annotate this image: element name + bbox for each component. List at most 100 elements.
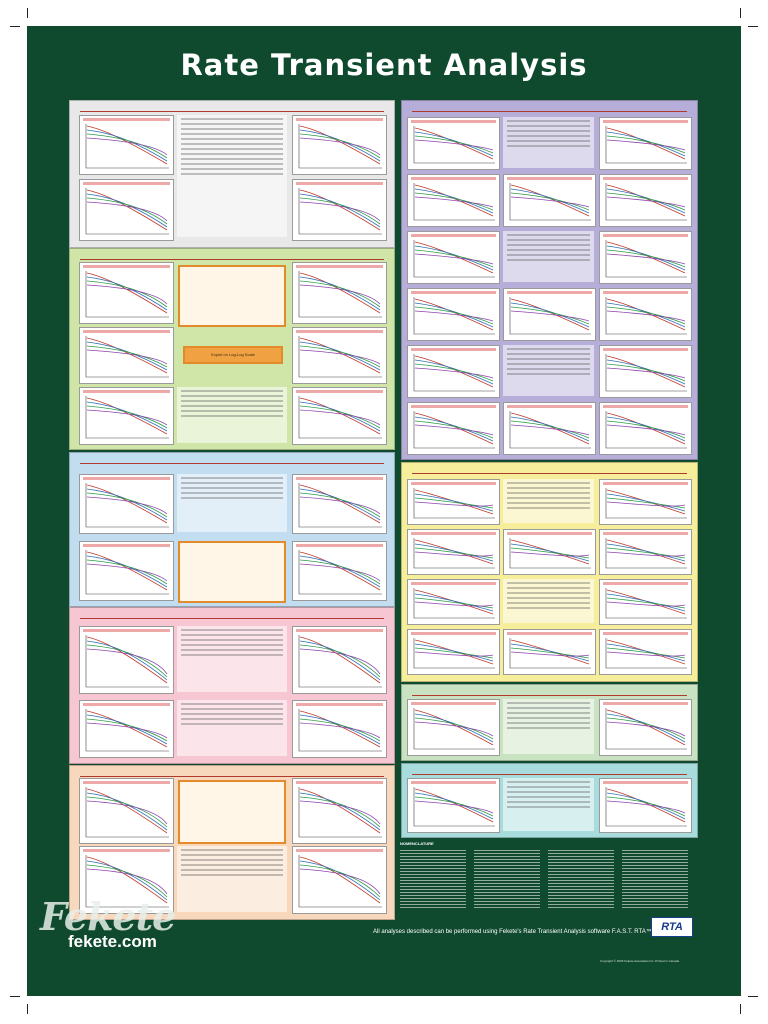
curve-line <box>414 420 494 439</box>
website-url[interactable]: fekete.com <box>68 932 157 951</box>
curve-line <box>414 302 494 328</box>
curve-line <box>414 593 494 612</box>
curve-line <box>414 497 494 509</box>
text-block <box>177 387 287 443</box>
curve-line <box>414 651 494 657</box>
curve-line <box>86 129 168 162</box>
decline-curve-sketch <box>509 538 591 569</box>
chart-panel <box>292 700 387 758</box>
curve-line <box>606 551 686 557</box>
chart-panel <box>407 629 500 675</box>
chart-panel <box>407 529 500 575</box>
chart-panel <box>407 174 500 227</box>
decline-curve-sketch <box>509 411 591 449</box>
nomenclature-list <box>400 848 695 920</box>
curve-line <box>606 241 686 274</box>
decline-curve-sketch <box>85 787 169 838</box>
curve-line <box>414 359 494 385</box>
section-gas-flow <box>69 607 395 764</box>
curve-line <box>299 648 381 675</box>
curve-line <box>299 718 381 742</box>
curve-line <box>606 192 686 211</box>
decline-curve-sketch <box>413 240 495 278</box>
curve-line <box>299 280 381 308</box>
chart-panel <box>79 115 174 175</box>
crop-mark-icon <box>740 8 741 18</box>
curve-line <box>510 192 590 211</box>
text-block <box>503 699 594 754</box>
chart-panel <box>599 479 692 525</box>
chart-panel <box>79 387 174 445</box>
curve-line <box>414 539 494 565</box>
curve-line <box>606 359 686 385</box>
decline-curve-sketch <box>85 271 169 318</box>
decline-curve-sketch <box>298 336 382 378</box>
decline-curve-sketch <box>85 550 169 595</box>
curve-line <box>606 249 686 268</box>
chart-panel <box>407 699 500 756</box>
curve-line <box>299 636 381 684</box>
text-block <box>503 579 594 623</box>
text-block <box>177 846 287 912</box>
decline-curve-sketch <box>298 396 382 439</box>
chart-panel <box>503 629 596 675</box>
curve-line <box>414 363 494 382</box>
chart-panel <box>79 541 174 601</box>
curve-line <box>414 139 494 151</box>
chart-panel <box>599 174 692 227</box>
nomenclature-title: NOMENCLATURE <box>400 841 434 846</box>
curve-line <box>299 792 381 831</box>
fekete-logo: Fekete <box>40 894 176 939</box>
chart-panel <box>599 579 692 625</box>
text-block <box>177 700 287 756</box>
chart-panel <box>79 262 174 324</box>
curve-line <box>606 597 686 609</box>
decline-curve-sketch <box>509 183 591 221</box>
curve-line <box>86 718 168 742</box>
curve-line <box>86 337 168 374</box>
heading-rule <box>80 776 384 777</box>
decline-curve-sketch <box>605 787 687 827</box>
curve-line <box>86 710 168 748</box>
curve-line <box>414 184 494 217</box>
curve-line <box>414 543 494 562</box>
chart-panel <box>599 402 692 455</box>
decline-curve-sketch <box>298 550 382 595</box>
chart-panel <box>79 778 174 844</box>
curve-line <box>606 796 686 817</box>
curve-line <box>86 133 168 159</box>
curve-line <box>299 133 381 159</box>
curve-line <box>299 401 381 432</box>
decline-curve-sketch <box>413 297 495 335</box>
curve-line <box>86 189 168 231</box>
heading-rule <box>412 111 687 112</box>
curve-line <box>606 639 686 665</box>
curve-line <box>606 424 686 436</box>
curve-line <box>86 796 168 828</box>
curve-line <box>606 355 686 388</box>
curve-line <box>414 416 494 442</box>
decline-curve-sketch <box>605 126 687 164</box>
curve-line <box>510 412 590 445</box>
section-fracture-type-curves <box>401 462 698 682</box>
curve-line <box>510 188 590 214</box>
curve-line <box>606 135 686 154</box>
curve-line <box>606 709 686 746</box>
curve-line <box>510 306 590 325</box>
chart-panel <box>79 626 174 694</box>
curve-line <box>299 397 381 435</box>
curve-line <box>86 648 168 675</box>
curve-line <box>299 125 381 165</box>
chart-panel <box>79 327 174 384</box>
chart-panel <box>503 174 596 227</box>
decline-curve-sketch <box>85 483 169 528</box>
curve-line <box>86 636 168 684</box>
chart-panel <box>407 579 500 625</box>
chart-panel <box>599 288 692 341</box>
curve-line <box>606 497 686 509</box>
curve-line <box>606 501 686 507</box>
curve-line <box>299 796 381 828</box>
curve-line <box>414 647 494 659</box>
rta-logo: RTA <box>651 917 693 937</box>
curve-line <box>606 245 686 271</box>
